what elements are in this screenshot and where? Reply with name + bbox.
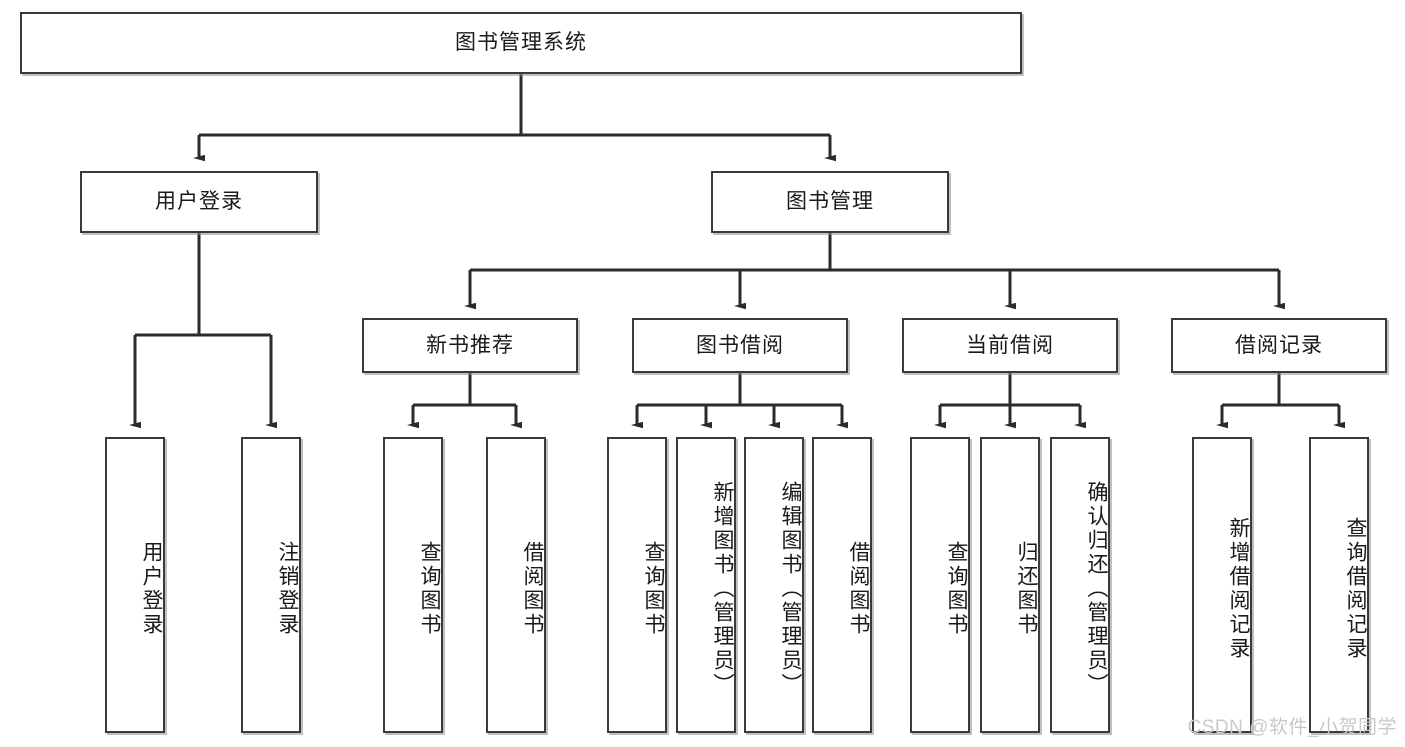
leaf-recommend-query-book[interactable]: 查询图书 — [383, 437, 443, 733]
node-user-login[interactable]: 用户登录 — [80, 171, 318, 233]
node-label: 新增借阅记录 — [1227, 517, 1250, 661]
leaf-borrow-borrow-book[interactable]: 借阅图书 — [812, 437, 872, 733]
node-label: 查询借阅记录 — [1344, 517, 1367, 661]
node-label: 借阅图书 — [521, 541, 544, 637]
leaf-current-confirm-return-admin[interactable]: 确认归还（管理员） — [1050, 437, 1110, 733]
node-label: 用户登录 — [140, 541, 163, 637]
leaf-borrow-edit-book-admin[interactable]: 编辑图书（管理员） — [744, 437, 804, 733]
node-label: 确认归还（管理员） — [1085, 481, 1108, 697]
leaf-user-login-signin[interactable]: 用户登录 — [105, 437, 165, 733]
node-label: 查询图书 — [945, 541, 968, 637]
node-book-borrow[interactable]: 图书借阅 — [632, 318, 848, 373]
node-book-management[interactable]: 图书管理 — [711, 171, 949, 233]
leaf-record-query-record[interactable]: 查询借阅记录 — [1309, 437, 1369, 733]
node-new-book-recommend[interactable]: 新书推荐 — [362, 318, 578, 373]
node-label: 图书管理系统 — [455, 31, 587, 55]
node-label: 借阅记录 — [1235, 333, 1323, 357]
leaf-current-return-book[interactable]: 归还图书 — [980, 437, 1040, 733]
leaf-borrow-query-book[interactable]: 查询图书 — [607, 437, 667, 733]
leaf-borrow-add-book-admin[interactable]: 新增图书（管理员） — [676, 437, 736, 733]
node-borrow-record[interactable]: 借阅记录 — [1171, 318, 1387, 373]
node-label: 借阅图书 — [847, 541, 870, 637]
node-root-system[interactable]: 图书管理系统 — [20, 12, 1022, 74]
node-label: 用户登录 — [155, 190, 243, 214]
node-label: 新书推荐 — [426, 333, 514, 357]
node-label: 图书管理 — [786, 190, 874, 214]
node-current-borrow[interactable]: 当前借阅 — [902, 318, 1118, 373]
leaf-current-query-book[interactable]: 查询图书 — [910, 437, 970, 733]
leaf-recommend-borrow-book[interactable]: 借阅图书 — [486, 437, 546, 733]
node-label: 注销登录 — [276, 541, 299, 637]
node-label: 当前借阅 — [966, 333, 1054, 357]
node-label: 图书借阅 — [696, 333, 784, 357]
node-label: 查询图书 — [642, 541, 665, 637]
leaf-record-add-record[interactable]: 新增借阅记录 — [1192, 437, 1252, 733]
node-label: 归还图书 — [1015, 541, 1038, 637]
leaf-user-login-signout[interactable]: 注销登录 — [241, 437, 301, 733]
csdn-watermark: CSDN @软件_小贺同学 — [1187, 717, 1397, 738]
node-label: 查询图书 — [418, 541, 441, 637]
node-label: 编辑图书（管理员） — [779, 481, 802, 697]
node-label: 新增图书（管理员） — [711, 481, 734, 697]
